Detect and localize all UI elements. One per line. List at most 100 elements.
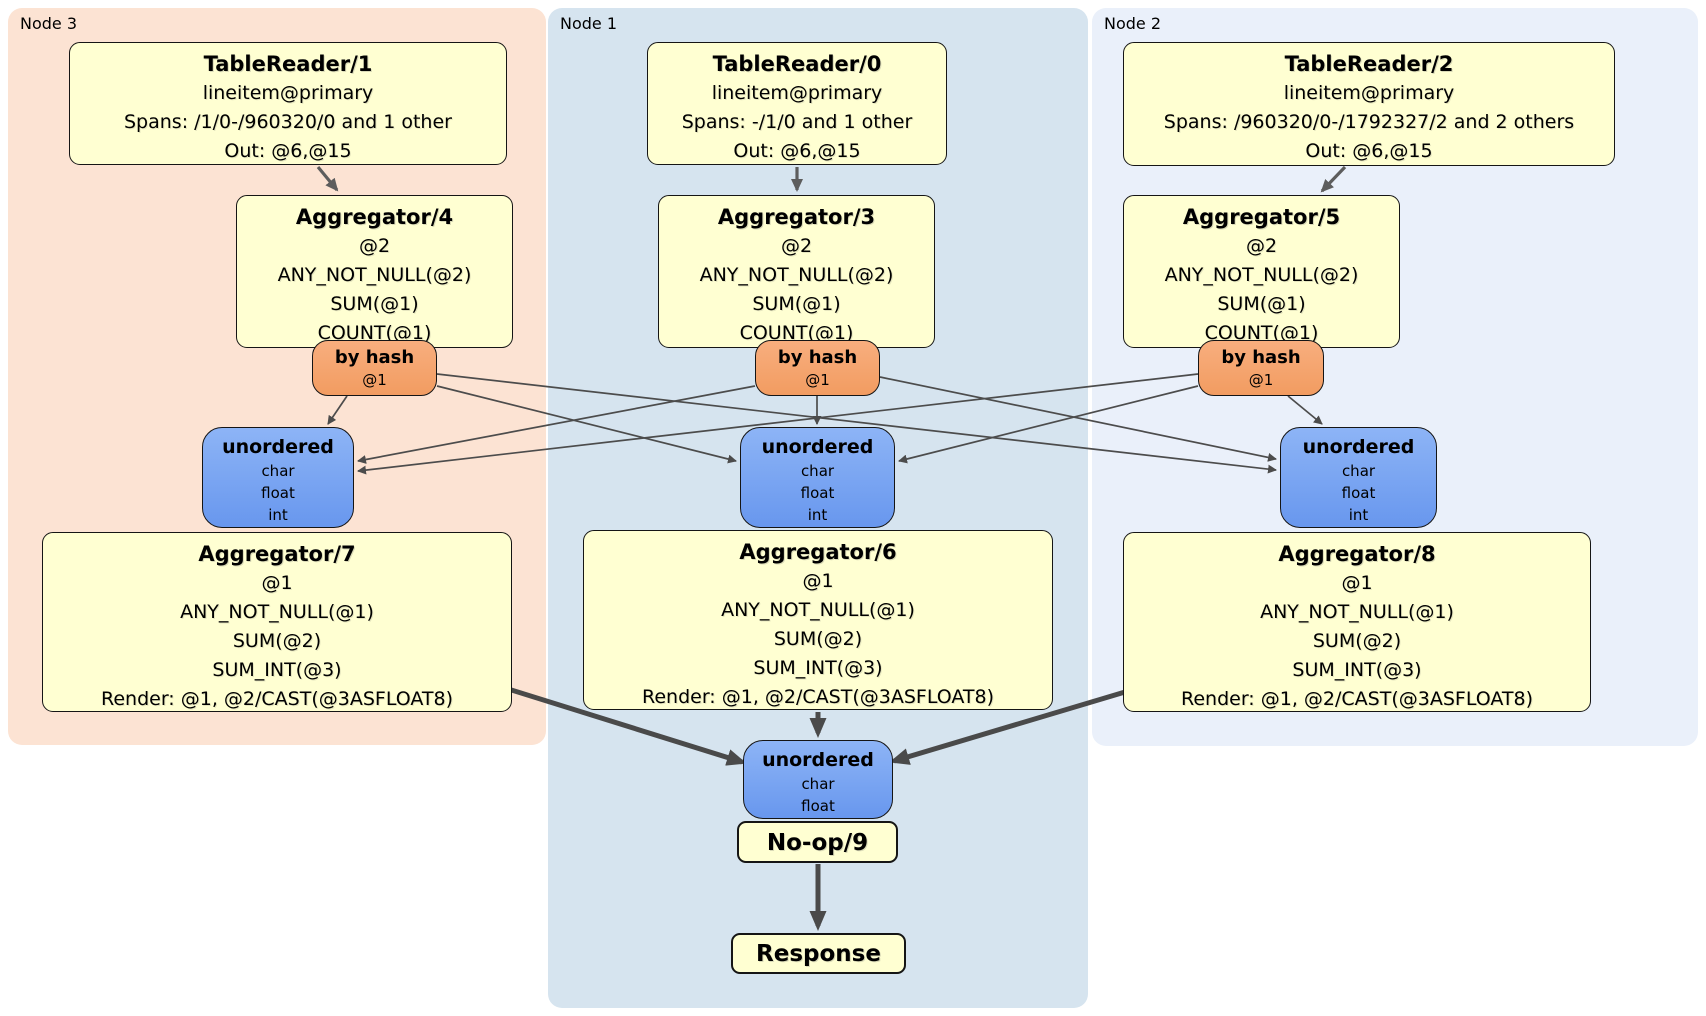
- operator-detail: ANY_NOT_NULL(@1): [721, 599, 915, 621]
- operator-detail: @1: [1341, 572, 1373, 594]
- sync-detail: char: [800, 462, 835, 480]
- node-label: Node 3: [20, 14, 78, 33]
- operator-title: Aggregator/7: [198, 542, 356, 566]
- operator-detail: @2: [780, 235, 813, 257]
- operator-title: Aggregator/4: [295, 205, 454, 229]
- operator-detail: Out: @6,@15: [224, 140, 352, 162]
- edge-tr1-agg4: [316, 165, 339, 192]
- aggregator-box: Aggregator/4 @2 ANY_NOT_NULL(@2) SUM(@1)…: [236, 195, 513, 348]
- operator-detail: Spans: -/1/0 and 1 other: [681, 111, 913, 133]
- router-detail: @1: [1248, 371, 1274, 389]
- operator-detail: SUM(@1): [1217, 293, 1306, 315]
- operator-detail: SUM(@2): [232, 630, 322, 652]
- unordered-sync-box: unordered char float int: [202, 427, 354, 528]
- operator-detail: SUM_INT(@3): [753, 657, 883, 679]
- edge-tr2-agg5: [1320, 165, 1347, 193]
- aggregator-box: Aggregator/7 @1 ANY_NOT_NULL(@1) SUM(@2)…: [42, 532, 512, 712]
- operator-detail: COUNT(@1): [739, 322, 854, 344]
- table-reader-box: TableReader/0 lineitem@primary Spans: -/…: [647, 42, 947, 165]
- router-title: by hash: [777, 347, 858, 368]
- edge-hash3-sync1: [436, 385, 737, 464]
- operator-detail: ANY_NOT_NULL(@1): [180, 601, 374, 623]
- unordered-sync-box: unordered char float int: [740, 427, 895, 528]
- router-detail: @1: [362, 371, 387, 389]
- router-title: by hash: [334, 347, 415, 368]
- operator-detail: @1: [261, 572, 293, 594]
- sync-title: unordered: [1302, 436, 1415, 458]
- sync-detail: float: [1341, 484, 1376, 502]
- operator-title: Aggregator/8: [1278, 542, 1436, 566]
- hash-router-box: by hash @1: [1198, 340, 1324, 396]
- sync-detail: char: [1341, 462, 1376, 480]
- edge-agg7-final-sync: [504, 685, 747, 766]
- aggregator-box: Aggregator/6 @1 ANY_NOT_NULL(@1) SUM(@2)…: [583, 530, 1053, 710]
- operator-detail: SUM_INT(@3): [1292, 659, 1422, 681]
- operator-detail: @1: [802, 570, 834, 592]
- hash-router-box: by hash @1: [755, 340, 880, 396]
- aggregator-box: Aggregator/5 @2 ANY_NOT_NULL(@2) SUM(@1)…: [1123, 195, 1400, 348]
- edge-hash3-sync3: [327, 395, 348, 425]
- edge-hash2-sync2: [1287, 395, 1323, 425]
- edge-hash2-sync3: [357, 373, 1199, 475]
- operator-title: TableReader/0: [712, 52, 882, 76]
- sync-title: unordered: [761, 436, 874, 458]
- router-title: by hash: [1221, 347, 1301, 368]
- operator-detail: Spans: /1/0-/960320/0 and 1 other: [124, 111, 452, 133]
- noop-box: No-op/9: [737, 821, 898, 863]
- operator-detail: lineitem@primary: [1283, 82, 1455, 104]
- operator-detail: SUM(@1): [330, 293, 419, 315]
- aggregator-box: Aggregator/3 @2 ANY_NOT_NULL(@2) SUM(@1)…: [658, 195, 935, 348]
- operator-title: Aggregator/6: [739, 540, 897, 564]
- operator-detail: Render: @1, @2/CAST(@3ASFLOAT8): [642, 686, 994, 708]
- edge-hash1-sync3: [357, 385, 756, 464]
- operator-detail: @2: [1245, 235, 1278, 257]
- sync-detail: int: [268, 506, 288, 524]
- operator-title: TableReader/1: [203, 52, 373, 76]
- operator-detail: ANY_NOT_NULL(@2): [277, 264, 472, 286]
- operator-detail: Out: @6,@15: [1305, 140, 1433, 162]
- sync-title: unordered: [222, 436, 334, 458]
- sync-detail: int: [1348, 506, 1369, 524]
- operator-detail: lineitem@primary: [202, 82, 374, 104]
- table-reader-box: TableReader/2 lineitem@primary Spans: /9…: [1123, 42, 1615, 166]
- sync-detail: int: [807, 506, 828, 524]
- operator-detail: SUM(@2): [1312, 630, 1402, 652]
- response-box: Response: [731, 933, 906, 974]
- operator-detail: Spans: /960320/0-/1792327/2 and 2 others: [1163, 111, 1575, 133]
- router-detail: @1: [805, 371, 830, 389]
- sync-detail: float: [261, 484, 295, 502]
- hash-router-box: by hash @1: [312, 340, 437, 396]
- operator-title: TableReader/2: [1284, 52, 1454, 76]
- operator-detail: SUM(@1): [752, 293, 841, 315]
- operator-detail: COUNT(@1): [317, 322, 432, 344]
- operator-detail: SUM(@2): [773, 628, 863, 650]
- operator-detail: ANY_NOT_NULL(@2): [1164, 264, 1359, 286]
- edge-hash1-sync2: [879, 376, 1277, 462]
- operator-detail: SUM_INT(@3): [212, 659, 342, 681]
- unordered-sync-box: unordered char float int: [1280, 427, 1437, 528]
- operator-detail: Render: @1, @2/CAST(@3ASFLOAT8): [1181, 688, 1533, 710]
- table-reader-box: TableReader/1 lineitem@primary Spans: /1…: [69, 42, 507, 165]
- sync-detail: char: [261, 462, 295, 480]
- operator-detail: ANY_NOT_NULL(@1): [1260, 601, 1454, 623]
- aggregator-box: Aggregator/8 @1 ANY_NOT_NULL(@1) SUM(@2)…: [1123, 532, 1591, 712]
- operator-title: Aggregator/3: [717, 205, 876, 229]
- node-label: Node 1: [560, 14, 618, 33]
- operator-detail: Render: @1, @2/CAST(@3ASFLOAT8): [101, 688, 453, 710]
- node-label: Node 2: [1104, 14, 1162, 33]
- operator-detail: ANY_NOT_NULL(@2): [699, 264, 894, 286]
- sync-detail: float: [800, 484, 835, 502]
- operator-title: Aggregator/5: [1182, 205, 1341, 229]
- sync-title: unordered: [762, 749, 874, 771]
- operator-detail: Out: @6,@15: [733, 140, 861, 162]
- sync-detail: char: [801, 775, 835, 793]
- edge-agg8-final-sync: [889, 689, 1126, 765]
- sync-detail: float: [801, 797, 835, 815]
- operator-detail: COUNT(@1): [1204, 322, 1319, 344]
- final-unordered-sync-box: unordered char float: [743, 740, 893, 819]
- operator-detail: @2: [358, 235, 391, 257]
- operator-detail: lineitem@primary: [711, 82, 883, 104]
- edge-hash2-sync1: [898, 385, 1199, 464]
